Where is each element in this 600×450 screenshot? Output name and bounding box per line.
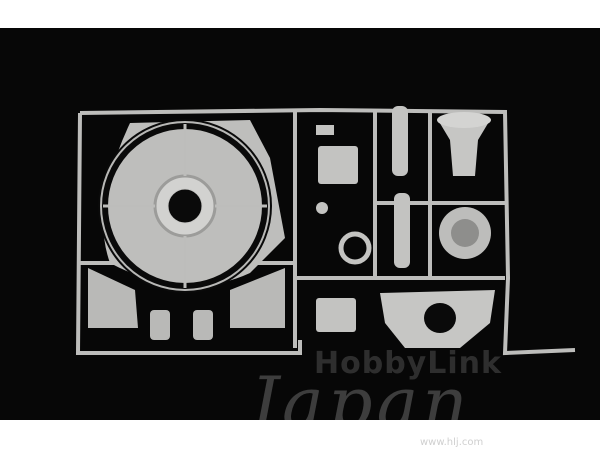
- watermark-url: www.hlj.com: [420, 437, 484, 448]
- turret-ring-part: [98, 119, 285, 293]
- side-panel-parts: [88, 268, 285, 340]
- small-parts: [316, 106, 410, 332]
- watermark-brand-top: HobbyLink: [314, 346, 502, 381]
- watermark-brand-script: Japan: [250, 362, 472, 420]
- product-photo: HobbyLink Japan: [0, 28, 600, 420]
- barrel-mantlet-parts: [380, 112, 495, 348]
- sprue-illustration: [75, 106, 576, 356]
